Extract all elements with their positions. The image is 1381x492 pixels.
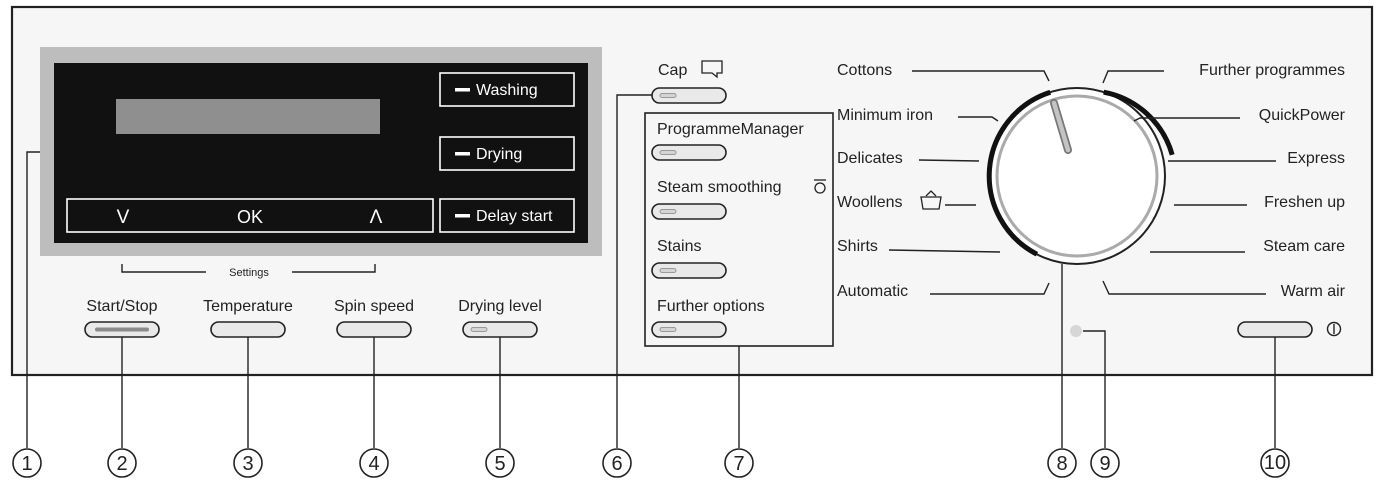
start-stop-label: Start/Stop xyxy=(86,298,157,315)
callout-line-9 xyxy=(1083,330,1106,448)
leader-further-programmes xyxy=(1102,70,1164,84)
washing-button[interactable]: Washing xyxy=(439,72,575,107)
stains-label: Stains xyxy=(657,238,701,255)
dial-inner-ring xyxy=(995,94,1159,258)
leader-quickpower xyxy=(1133,117,1240,122)
leader-automatic xyxy=(930,282,1050,295)
down-arrow-button[interactable]: V xyxy=(117,207,130,228)
temperature-label: Temperature xyxy=(203,298,293,315)
navigation-bar xyxy=(66,198,434,233)
programme-delicates-label: Delicates xyxy=(837,150,903,167)
leader-cottons xyxy=(912,70,1050,82)
temperature-button[interactable] xyxy=(210,321,286,338)
svg-text:8: 8 xyxy=(1056,453,1067,475)
spin-speed-label: Spin speed xyxy=(334,298,414,315)
callout-3: 3 xyxy=(233,448,263,478)
callout-10: 10 xyxy=(1260,448,1290,478)
ok-button[interactable]: OK xyxy=(237,207,263,227)
svg-text:7: 7 xyxy=(733,453,744,475)
indicator-light xyxy=(1070,325,1082,337)
steam-smoothing-icon xyxy=(814,179,826,194)
programme-further-programmes-label: Further programmes xyxy=(1199,62,1345,79)
power-button[interactable] xyxy=(1237,321,1313,338)
programme-automatic-label: Automatic xyxy=(837,283,908,300)
steam-smoothing-label: Steam smoothing xyxy=(657,179,782,196)
programme-warm-air-label: Warm air xyxy=(1281,283,1346,300)
programme-shirts-label: Shirts xyxy=(837,238,878,255)
callout-6: 6 xyxy=(602,448,632,478)
svg-text:4: 4 xyxy=(368,453,379,475)
programme-manager-button[interactable] xyxy=(651,144,727,161)
programme-express-label: Express xyxy=(1287,150,1345,167)
delay-start-label: Delay start xyxy=(476,208,553,225)
cap-button[interactable] xyxy=(651,87,727,104)
callout-5: 5 xyxy=(485,448,515,478)
callout-line-1 xyxy=(26,151,40,448)
washing-label: Washing xyxy=(476,82,538,99)
drying-level-button[interactable] xyxy=(462,321,538,338)
programme-woollens-label: Woollens xyxy=(837,194,903,211)
programme-freshen-up-label: Freshen up xyxy=(1264,194,1345,211)
drying-label: Drying xyxy=(476,146,522,163)
dial-pointer-highlight xyxy=(1051,100,1071,153)
leader-shirts xyxy=(888,249,1001,253)
woollens-icon xyxy=(920,190,942,210)
delay-start-button[interactable]: Delay start xyxy=(439,198,575,233)
leader-warm-air xyxy=(1102,280,1266,295)
svg-text:3: 3 xyxy=(242,453,253,475)
settings-label: Settings xyxy=(229,267,269,279)
drying-level-label: Drying level xyxy=(458,298,542,315)
programme-manager-label: ProgrammeManager xyxy=(657,121,804,138)
settings-bracket-left xyxy=(121,264,206,273)
start-stop-button[interactable] xyxy=(84,321,160,338)
leader-minimum-iron xyxy=(958,116,999,122)
svg-text:5: 5 xyxy=(494,453,505,475)
programme-quickpower-label: QuickPower xyxy=(1259,107,1346,124)
svg-text:9: 9 xyxy=(1099,453,1110,475)
svg-text:2: 2 xyxy=(116,453,127,475)
programme-minimum-iron-label: Minimum iron xyxy=(837,107,933,124)
power-icon xyxy=(1326,321,1342,337)
steam-smoothing-button[interactable] xyxy=(651,203,727,220)
display-text-area xyxy=(116,99,380,134)
svg-text:6: 6 xyxy=(611,453,622,475)
callout-1: 1 xyxy=(12,448,42,478)
svg-text:1: 1 xyxy=(21,453,32,475)
dial-arc-further-programmes xyxy=(1103,89,1175,156)
further-options-label: Further options xyxy=(657,298,765,315)
leader-delicates xyxy=(918,159,980,162)
callout-2: 2 xyxy=(107,448,137,478)
dial-arc-standard-programmes xyxy=(986,89,1052,257)
drying-button[interactable]: Drying xyxy=(439,136,575,171)
cap-label: Cap xyxy=(658,62,687,79)
settings-bracket-right xyxy=(292,264,376,273)
callout-7: 7 xyxy=(724,448,754,478)
up-arrow-button[interactable]: Λ xyxy=(370,207,383,228)
programme-cottons-label: Cottons xyxy=(837,62,892,79)
callout-8: 8 xyxy=(1047,448,1077,478)
callout-9: 9 xyxy=(1090,448,1120,478)
callout-line-6 xyxy=(616,94,652,448)
spin-speed-button[interactable] xyxy=(336,321,412,338)
programme-selector-dial[interactable] xyxy=(988,87,1166,265)
callout-4: 4 xyxy=(359,448,389,478)
stains-button[interactable] xyxy=(651,262,727,279)
svg-text:10: 10 xyxy=(1264,452,1286,474)
cap-icon xyxy=(701,60,723,79)
programme-steam-care-label: Steam care xyxy=(1263,238,1345,255)
further-options-button[interactable] xyxy=(651,321,727,338)
